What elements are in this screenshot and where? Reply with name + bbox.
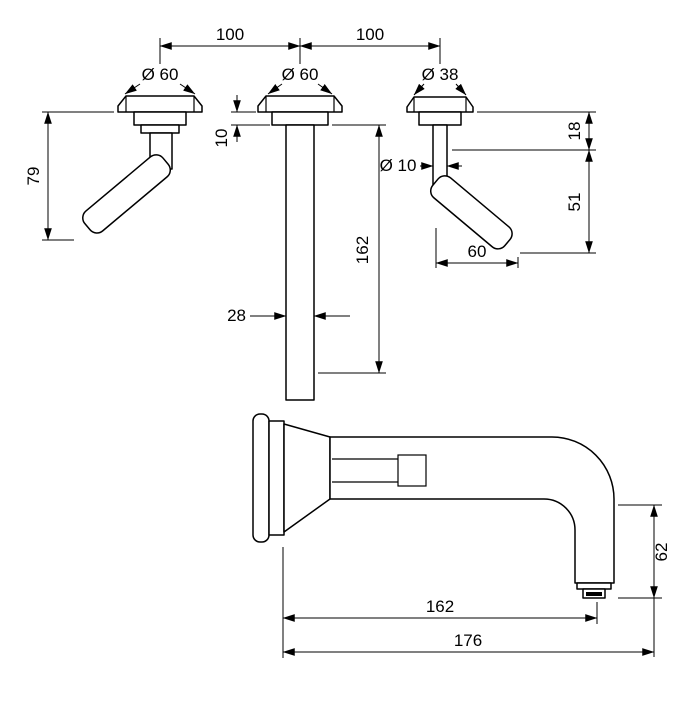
lever-arm bbox=[82, 154, 172, 234]
dimension-projection: 162 176 bbox=[282, 547, 655, 658]
dim-label-left-height: 79 bbox=[24, 167, 43, 186]
dimension-right-handle-reach: 60 bbox=[435, 228, 519, 268]
internal-connector-block bbox=[397, 454, 427, 487]
dimension-right-offsets: 18 51 bbox=[452, 111, 596, 254]
dim-label-right-handle-drop: 51 bbox=[565, 193, 584, 212]
dim-label-outlet-drop: 62 bbox=[652, 543, 671, 562]
dim-label-dia-spout: Ø 60 bbox=[282, 65, 319, 84]
arrow-leader bbox=[413, 83, 425, 96]
arrow-leader bbox=[124, 83, 141, 95]
spout-escutcheon-base bbox=[271, 111, 329, 126]
dimension-spacing-top: 100 100 bbox=[159, 25, 441, 64]
dim-label-total-projection: 176 bbox=[454, 631, 482, 650]
dim-label-pipe-width: 28 bbox=[227, 306, 246, 325]
dimension-left-height: 79 bbox=[24, 111, 114, 241]
right-handle-escutcheon bbox=[406, 96, 474, 113]
dim-label-reach-to-aerator: 162 bbox=[426, 597, 454, 616]
left-handle-escutcheon bbox=[117, 95, 203, 113]
wall-escutcheon-disc bbox=[252, 413, 270, 543]
escutcheon-taper bbox=[283, 423, 331, 533]
spout-side-view bbox=[252, 413, 615, 599]
diameter-callouts: Ø 60 Ø 60 Ø 38 bbox=[124, 65, 467, 96]
dim-label-dia-right-handle: Ø 38 bbox=[422, 65, 459, 84]
dimension-outlet-drop: 62 bbox=[618, 504, 671, 657]
spout-tube bbox=[329, 436, 615, 584]
dim-label-stem-diameter: Ø 10 bbox=[380, 156, 417, 175]
dim-label-right-offset-top: 18 bbox=[565, 122, 584, 141]
spout-front-view bbox=[257, 95, 343, 401]
spout-escutcheon bbox=[257, 95, 343, 113]
arrow-leader bbox=[455, 83, 467, 96]
dim-label-right-handle-reach: 60 bbox=[468, 242, 487, 261]
dim-label-spacing-left: 100 bbox=[216, 25, 244, 44]
dim-label-pipe-length: 162 bbox=[353, 236, 372, 264]
spout-pipe bbox=[285, 124, 315, 401]
right-handle-base bbox=[418, 111, 462, 126]
right-handle-lever bbox=[429, 175, 513, 250]
dimension-pipe-width: 28 bbox=[227, 306, 350, 325]
wall-escutcheon-tier bbox=[268, 420, 285, 536]
aerator-ring bbox=[576, 582, 612, 590]
arrow-leader bbox=[267, 83, 283, 95]
dimension-pipe-length: 162 bbox=[318, 124, 386, 374]
dim-label-escutcheon-depth: 10 bbox=[212, 129, 231, 148]
aerator-screen bbox=[586, 592, 602, 596]
dim-label-dia-left-handle: Ø 60 bbox=[142, 65, 179, 84]
dimension-stem-diameter: Ø 10 bbox=[380, 156, 462, 175]
lever-arm bbox=[429, 175, 513, 250]
left-handle-collar bbox=[140, 124, 180, 134]
left-handle-front-view bbox=[82, 95, 203, 234]
arrow-leader bbox=[317, 83, 333, 95]
left-handle-base bbox=[133, 111, 187, 126]
dimension-escutcheon-depth: 10 bbox=[212, 95, 270, 147]
left-handle-lever bbox=[82, 154, 172, 234]
right-handle-front-view bbox=[406, 96, 513, 250]
arrow-leader bbox=[179, 83, 196, 95]
dim-label-spacing-right: 100 bbox=[356, 25, 384, 44]
